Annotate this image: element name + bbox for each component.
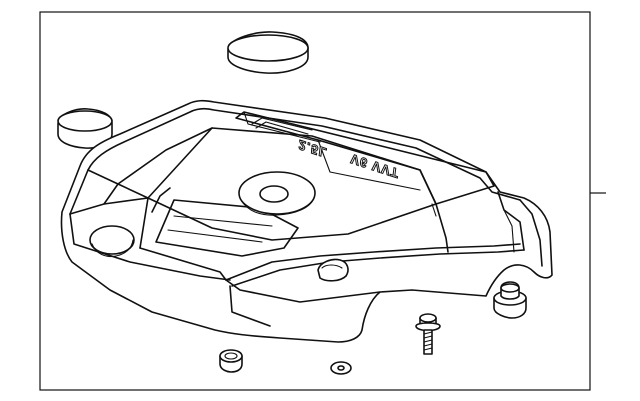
washer-part xyxy=(330,361,352,375)
small-cap-part xyxy=(57,108,113,149)
large-cap-part xyxy=(227,31,309,74)
diagram-frame xyxy=(39,11,591,391)
engine-cover-part: 2.5L V6 VVT xyxy=(60,99,553,343)
grommet-part xyxy=(493,281,527,319)
small-grommet-part xyxy=(219,349,243,373)
bolt-part xyxy=(415,313,441,355)
